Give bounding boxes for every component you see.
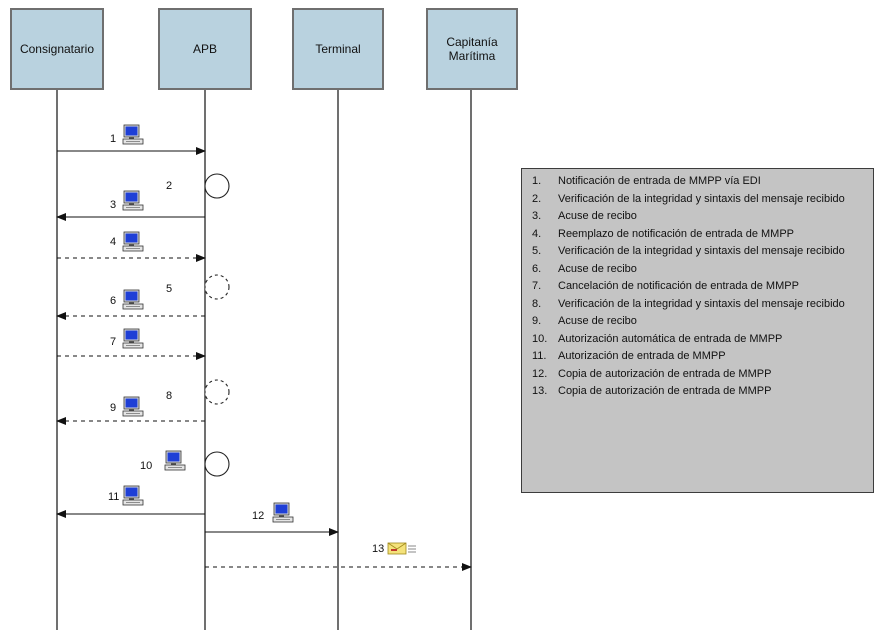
computer-icon xyxy=(122,289,144,310)
legend-item-text: Verificación de la integridad y sintaxis… xyxy=(558,245,845,257)
step-13: 13 xyxy=(205,542,472,571)
process-circle xyxy=(204,379,230,405)
step-number: 2 xyxy=(166,180,172,192)
step-4: 4 xyxy=(57,231,206,262)
legend-item-number: 1. xyxy=(532,175,542,187)
legend-item: 1. Notificación de entrada de MMPP vía ED… xyxy=(532,175,867,189)
legend-item-text: Reemplazo de notificación de entrada de … xyxy=(558,227,795,240)
legend-item-number: 2. xyxy=(532,192,542,205)
process-circle xyxy=(204,451,230,477)
step-number: 8 xyxy=(166,390,172,402)
step-2: 2 xyxy=(166,173,230,199)
step-9: 9 xyxy=(56,396,205,425)
step-number: 9 xyxy=(110,402,116,414)
legend-item: 4. Reemplazo de notificación de entrada d… xyxy=(532,228,867,242)
legend-item: 10. Autorización automática de entrada de… xyxy=(532,333,867,347)
legend-item-number: 7. xyxy=(532,280,542,292)
step-number: 13 xyxy=(372,543,384,555)
step-number: 5 xyxy=(166,283,172,295)
legend-item-text: Copia de autorización de entrada de MMPP xyxy=(558,367,772,380)
step-1: 1 xyxy=(57,124,206,155)
legend-item: 7. Cancelación de notificación de entrada… xyxy=(532,280,867,294)
actor-capitania-maritima: Capitanía Marítima xyxy=(426,8,518,90)
legend-list: 1. Notificación de entrada de MMPP vía ED… xyxy=(532,175,867,399)
computer-icon xyxy=(122,396,144,417)
step-6: 6 xyxy=(56,289,205,320)
legend-item: 11. Autorización de entrada de MMPP xyxy=(532,350,867,364)
step-number: 1 xyxy=(110,133,116,145)
step-3: 3 xyxy=(56,190,205,221)
legend-item: 5. Verificación de la integridad y sintax… xyxy=(532,245,867,259)
legend-item-text: Acuse de recibo xyxy=(558,262,637,275)
step-number: 4 xyxy=(110,236,116,248)
process-circle xyxy=(204,274,230,300)
legend-item: 3. Acuse de recibo xyxy=(532,210,867,224)
legend-item-number: 4. xyxy=(532,227,542,240)
legend-item-number: 13. xyxy=(532,385,548,397)
step-11: 11 xyxy=(56,485,205,518)
legend-item-text: Notificación de entrada de MMPP vía EDI xyxy=(558,175,761,187)
legend-item-number: 6. xyxy=(532,262,542,275)
computer-icon xyxy=(122,485,144,506)
step-number: 7 xyxy=(110,336,116,348)
legend-item: 9. Acuse de recibo xyxy=(532,315,867,329)
legend-item: 12. Copia de autorización de entrada de M… xyxy=(532,368,867,382)
computer-icon xyxy=(122,231,144,252)
computer-icon xyxy=(122,124,144,145)
legend-item-text: Autorización de entrada de MMPP xyxy=(558,350,726,362)
legend-item-text: Acuse de recibo xyxy=(558,210,637,222)
email-icon xyxy=(387,542,416,555)
computer-icon xyxy=(272,502,294,523)
computer-icon xyxy=(164,450,186,471)
step-number: 3 xyxy=(110,199,116,211)
legend-item: 8. Verificación de la integridad y sintax… xyxy=(532,298,867,312)
legend-item-text: Cancelación de notificación de entrada d… xyxy=(558,280,799,292)
legend-item-number: 11. xyxy=(532,350,547,362)
legend-item-text: Copia de autorización de entrada de MMPP xyxy=(558,385,772,397)
step-number: 6 xyxy=(110,295,116,307)
legend-item: 2. Verificación de la integridad y sintax… xyxy=(532,193,867,207)
legend-item-number: 5. xyxy=(532,245,542,257)
legend-item-number: 12. xyxy=(532,367,548,380)
process-circle xyxy=(204,173,230,199)
legend-item-number: 9. xyxy=(532,315,542,327)
legend-item-text: Verificación de la integridad y sintaxis… xyxy=(558,192,845,205)
legend-item-text: Acuse de recibo xyxy=(558,315,637,327)
legend-item: 6. Acuse de recibo xyxy=(532,263,867,277)
step-number: 12 xyxy=(252,510,264,522)
legend-item: 13. Copia de autorización de entrada de M… xyxy=(532,385,867,399)
legend-box: 1. Notificación de entrada de MMPP vía ED… xyxy=(521,168,874,493)
step-number: 11 xyxy=(108,491,119,503)
legend-item-number: 10. xyxy=(532,332,548,345)
step-number: 10 xyxy=(140,460,152,472)
actor-apb: APB xyxy=(158,8,252,90)
step-5: 5 xyxy=(166,274,230,300)
step-10: 10 xyxy=(140,450,230,477)
step-8: 8 xyxy=(166,379,230,405)
step-12: 12 xyxy=(205,502,339,536)
legend-item-number: 3. xyxy=(532,210,542,222)
legend-item-number: 8. xyxy=(532,297,542,310)
step-7: 7 xyxy=(57,328,206,360)
legend-item-text: Autorización automática de entrada de MM… xyxy=(558,332,783,345)
computer-icon xyxy=(122,190,144,211)
actor-consignatario: Consignatario xyxy=(10,8,104,90)
actor-terminal: Terminal xyxy=(292,8,384,90)
legend-item-text: Verificación de la integridad y sintaxis… xyxy=(558,297,845,310)
computer-icon xyxy=(122,328,144,349)
